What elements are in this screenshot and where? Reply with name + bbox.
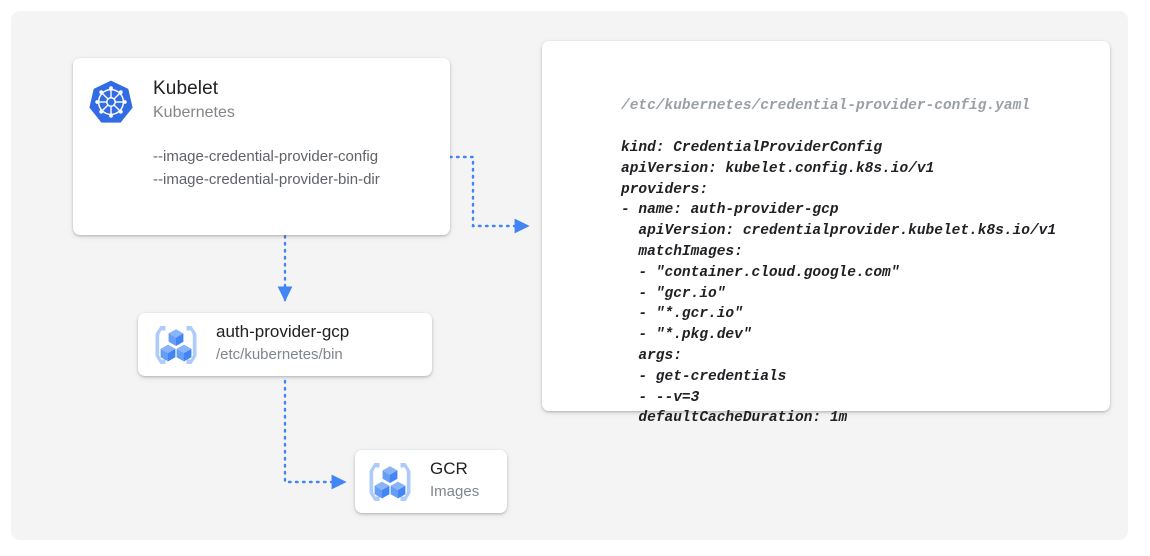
container-registry-icon: [369, 463, 411, 501]
config-file-contents: kind: CredentialProviderConfig apiVersio…: [621, 140, 1057, 427]
auth-provider-gcp-title: auth-provider-gcp: [216, 322, 350, 341]
gcr-subtitle: Images: [430, 483, 480, 500]
gcr-node[interactable]: GCR Images: [355, 450, 507, 513]
config-file-path: /etc/kubernetes/credential-provider-conf…: [621, 98, 1030, 114]
container-registry-icon: [155, 326, 197, 364]
credential-provider-config-card[interactable]: /etc/kubernetes/credential-provider-conf…: [542, 41, 1110, 426]
gcr-title: GCR: [430, 459, 468, 478]
kubelet-node[interactable]: Kubelet Kubernetes --image-credential-pr…: [73, 58, 450, 235]
kubelet-flag-bin-dir: --image-credential-provider-bin-dir: [153, 171, 380, 188]
auth-provider-gcp-subtitle: /etc/kubernetes/bin: [216, 346, 343, 363]
kubelet-subtitle: Kubernetes: [153, 104, 235, 121]
auth-provider-gcp-node[interactable]: auth-provider-gcp /etc/kubernetes/bin: [138, 313, 432, 376]
kubernetes-logo-icon: [89, 80, 133, 123]
kubelet-title: Kubelet: [153, 78, 219, 99]
kubelet-flag-config: --image-credential-provider-config: [153, 148, 379, 165]
